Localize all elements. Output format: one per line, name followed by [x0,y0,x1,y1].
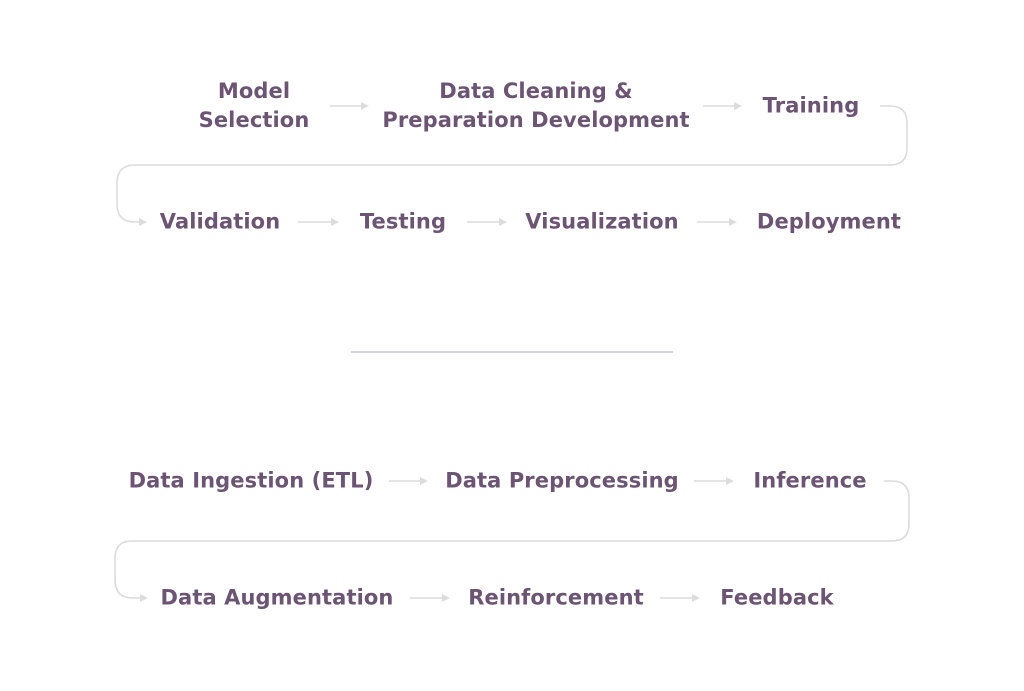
node-deployment: Deployment [756,209,902,234]
node-feedback: Feedback [720,585,834,610]
arrowhead [331,218,339,226]
arrowhead [499,218,507,226]
node-data-ingestion: Data Ingestion (ETL) [128,468,374,493]
node-data-augmentation: Data Augmentation [160,585,394,610]
node-visualization: Visualization [525,209,679,234]
arrowhead [420,477,428,485]
arrowhead [729,218,737,226]
node-model-selection: Model Selection [199,77,310,135]
arrowhead [361,102,369,110]
node-validation: Validation [159,209,281,234]
arrowhead [726,477,734,485]
node-data-cleaning: Data Cleaning & Preparation Development [382,77,689,135]
node-inference: Inference [753,468,867,493]
arrowhead [692,594,700,602]
arrowhead [140,594,148,602]
node-data-cleaning-line-2: Preparation Development [382,108,690,132]
node-training: Training [762,93,860,118]
node-model-selection-line-1: Model [217,79,291,103]
return-connector-bottom [114,480,910,599]
node-data-preprocessing: Data Preprocessing [445,468,679,493]
arrowhead [139,218,147,226]
node-data-cleaning-line-1: Data Cleaning & [439,79,633,103]
node-testing: Testing [359,209,447,234]
arrowhead [734,102,742,110]
node-reinforcement: Reinforcement [468,585,644,610]
node-model-selection-line-2: Selection [198,108,310,132]
arrowhead [442,594,450,602]
